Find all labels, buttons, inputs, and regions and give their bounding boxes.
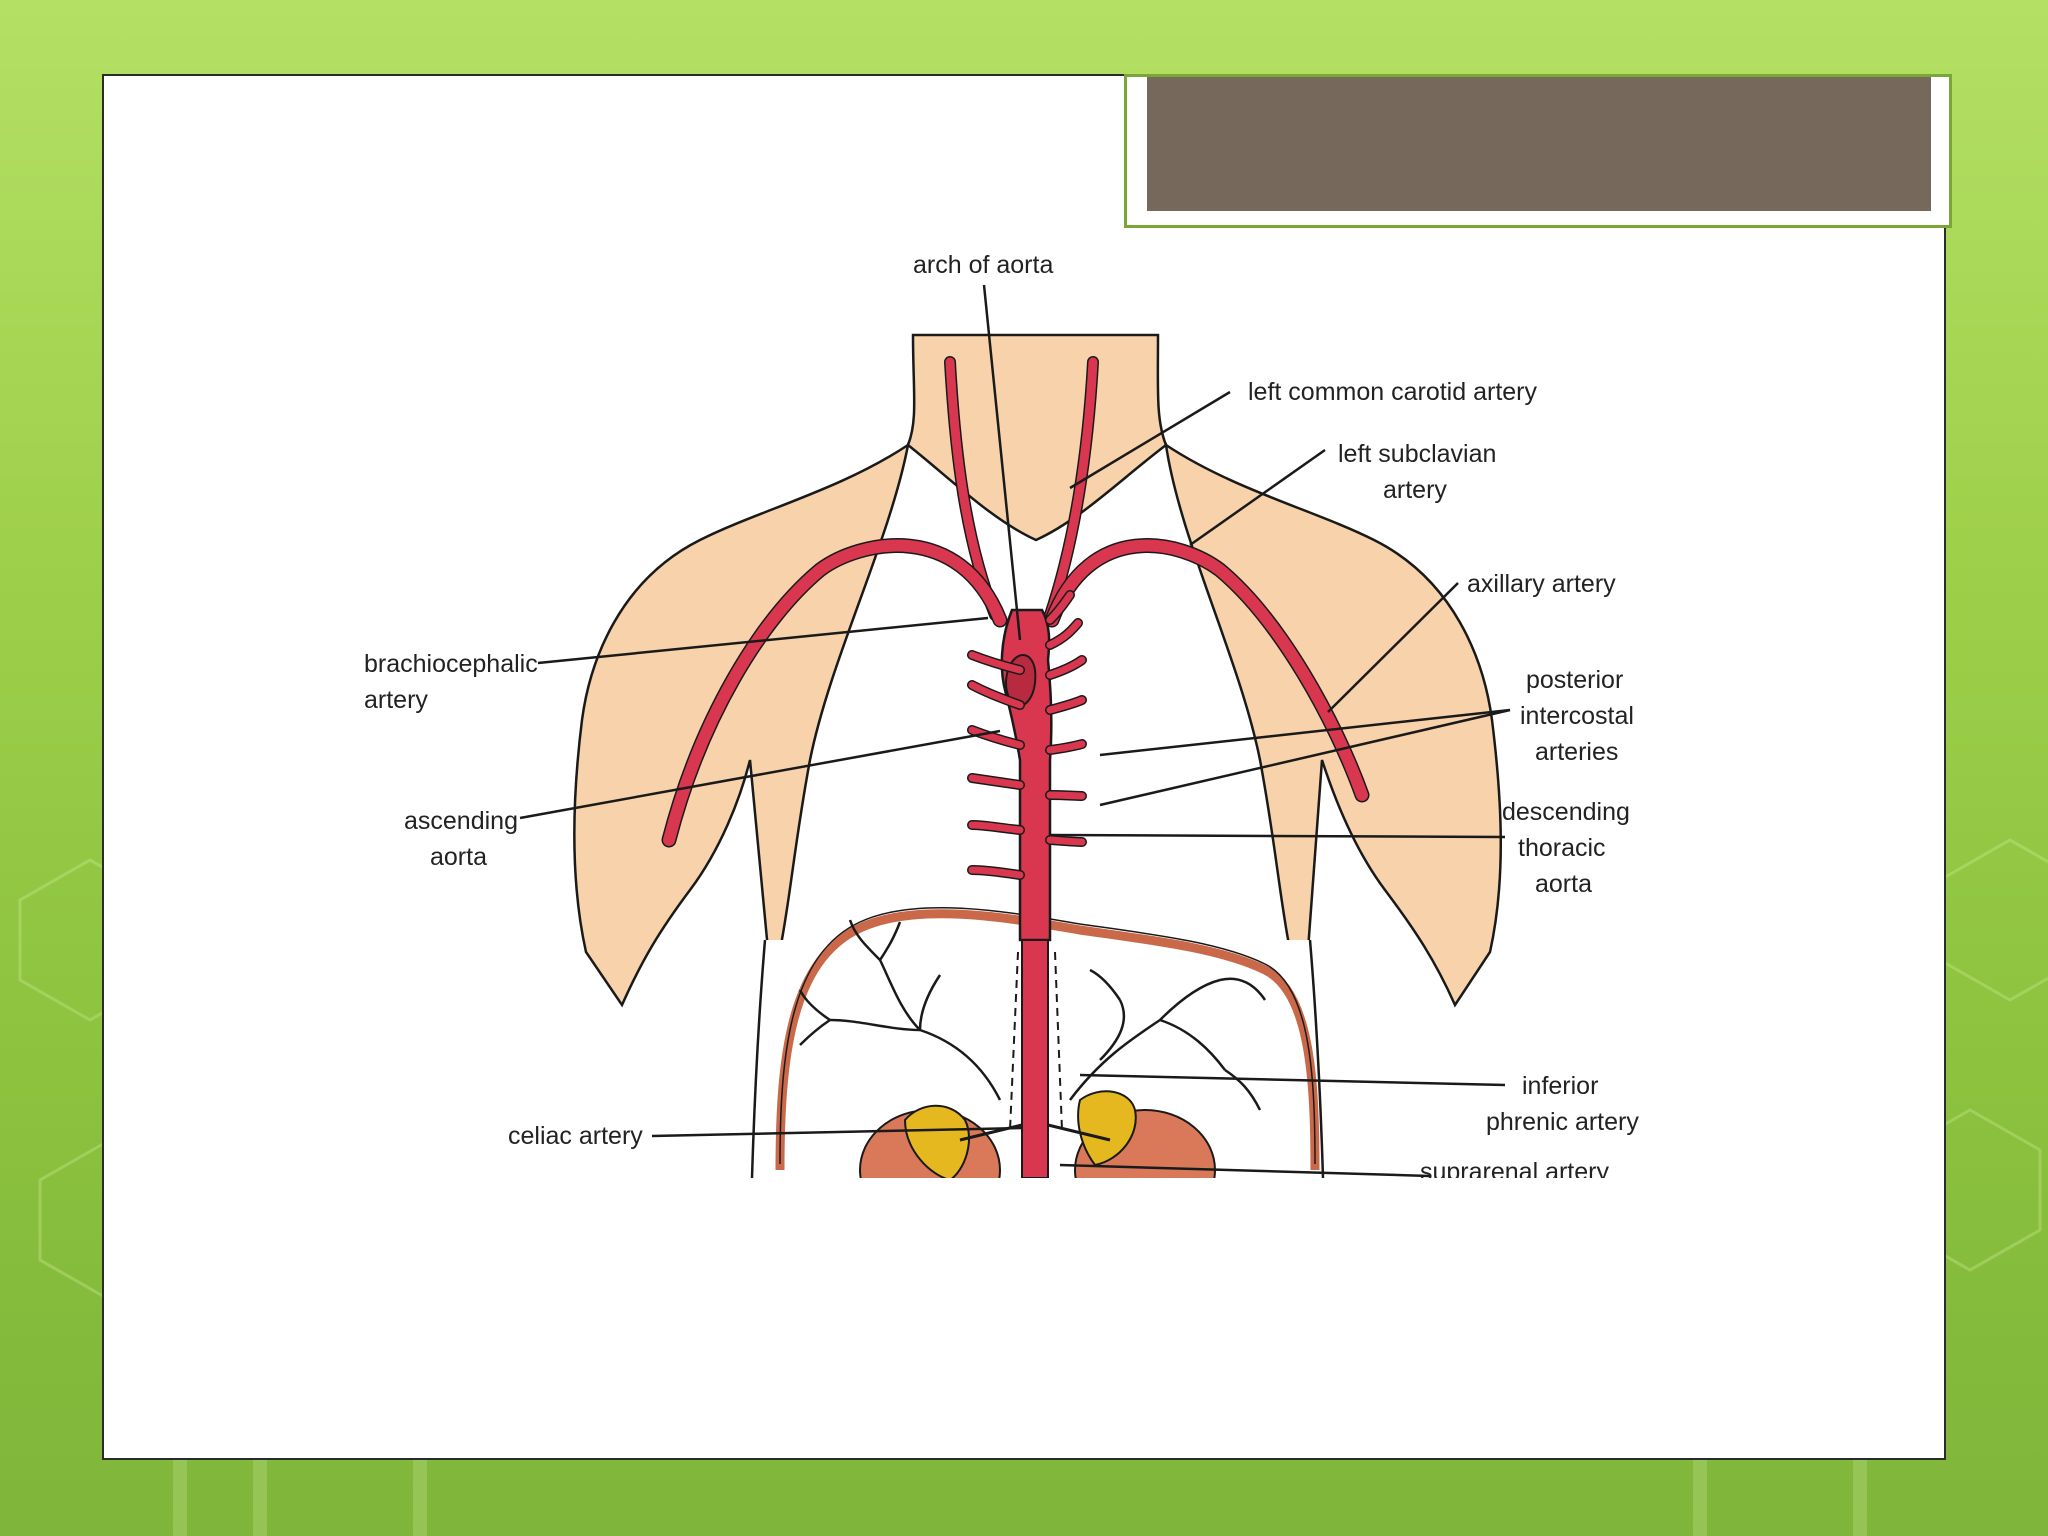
label-inferior-phrenic-line1: inferior xyxy=(1522,1072,1598,1100)
diaphragm xyxy=(775,909,1320,1171)
label-brachiocephalic-line2: artery xyxy=(364,686,428,714)
label-ascending-aorta-line1: ascending xyxy=(404,807,518,835)
anatomy-illustration: arch of aorta left common carotid artery… xyxy=(364,251,1639,1178)
label-posterior-intercostal-line2: intercostal xyxy=(1520,702,1634,730)
label-axillary-artery: axillary artery xyxy=(1467,570,1616,598)
label-posterior-intercostal-line3: arteries xyxy=(1535,738,1618,766)
label-left-subclavian-line2: artery xyxy=(1383,476,1447,504)
diaphragm-outline xyxy=(779,906,1316,1165)
label-ascending-aorta-line2: aorta xyxy=(430,843,487,871)
label-left-common-carotid-artery: left common carotid artery xyxy=(1248,378,1537,406)
body-outline-right xyxy=(1308,939,1325,1178)
aorta-anatomy-diagram: arch of aorta left common carotid artery… xyxy=(360,240,1650,1178)
left-suprarenal-gland xyxy=(903,1104,970,1178)
slide-title xyxy=(1147,77,1931,211)
label-suprarenal-artery: suprarenal artery xyxy=(1420,1158,1609,1178)
label-arch-of-aorta: arch of aorta xyxy=(913,251,1053,279)
label-celiac-artery: celiac artery xyxy=(508,1122,643,1150)
phrenic-branches-right xyxy=(1069,968,1267,1111)
renal-branch-right xyxy=(1047,1123,1111,1142)
label-descending-thoracic-line2: thoracic xyxy=(1518,834,1606,862)
label-left-subclavian-line1: left subclavian xyxy=(1338,440,1496,468)
title-placeholder xyxy=(1124,74,1952,228)
abdominal-aorta xyxy=(1021,939,1049,1178)
phrenic-branches-left xyxy=(798,919,1002,1101)
label-posterior-intercostal-line1: posterior xyxy=(1526,666,1623,694)
title-bar xyxy=(1147,77,1931,211)
label-inferior-phrenic-line2: phrenic artery xyxy=(1486,1108,1639,1136)
label-brachiocephalic-line1: brachiocephalic xyxy=(364,650,538,678)
dashed-line-right xyxy=(1054,951,1063,1131)
label-descending-thoracic-line3: aorta xyxy=(1535,870,1592,898)
subclavian-arteries xyxy=(663,539,1368,846)
body-outline-left xyxy=(750,939,767,1178)
dashed-line-left xyxy=(1009,951,1019,1131)
posterior-intercostal-branches xyxy=(967,590,1087,880)
leader-lines xyxy=(519,284,1511,1178)
label-descending-thoracic-line1: descending xyxy=(1502,798,1630,826)
